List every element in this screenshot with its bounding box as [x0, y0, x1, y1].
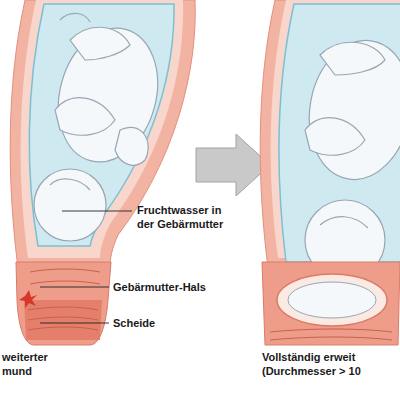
- part-label: Vollständig erweit (Durchmesser > 10: [262, 350, 384, 378]
- uterus-open: [260, 0, 400, 345]
- part-label: Fruchtwasser in der Gebärmutter: [137, 203, 237, 231]
- part-label: weiterter mund: [2, 350, 58, 378]
- leader-lines: [40, 211, 132, 323]
- part-label: Gebärmutter-Hals: [113, 280, 223, 294]
- part-label: Scheide: [113, 316, 193, 330]
- uterus-closed: [10, 0, 195, 345]
